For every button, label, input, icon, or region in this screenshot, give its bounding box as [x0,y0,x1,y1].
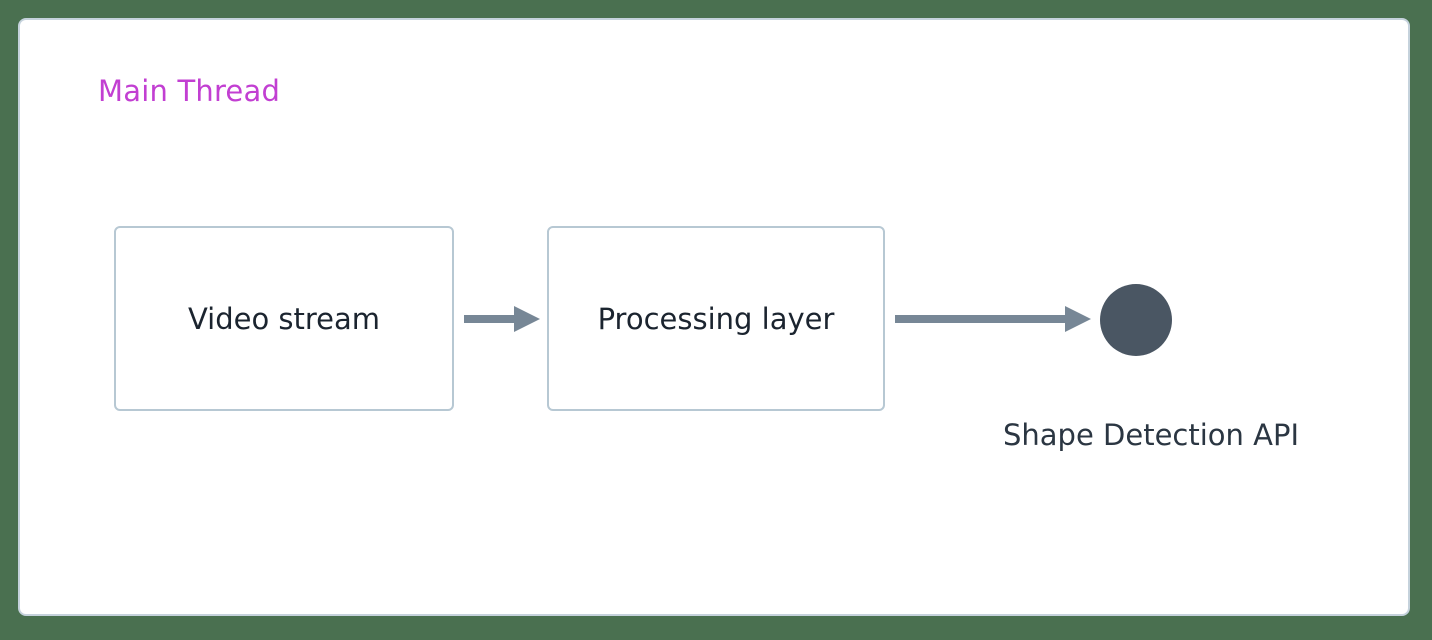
arrow-processing-to-api-icon [895,306,1091,332]
node-shape-detection-api-label: Shape Detection API [1003,418,1300,452]
node-processing-layer[interactable]: Processing layer [547,226,885,411]
node-shape-detection-api-circle[interactable] [1100,284,1172,356]
main-thread-title: Main Thread [98,74,281,108]
node-processing-layer-label: Processing layer [597,301,835,336]
node-video-stream-label: Video stream [187,301,381,336]
arrow-video-to-processing-icon [464,306,540,332]
node-video-stream[interactable]: Video stream [114,226,454,411]
